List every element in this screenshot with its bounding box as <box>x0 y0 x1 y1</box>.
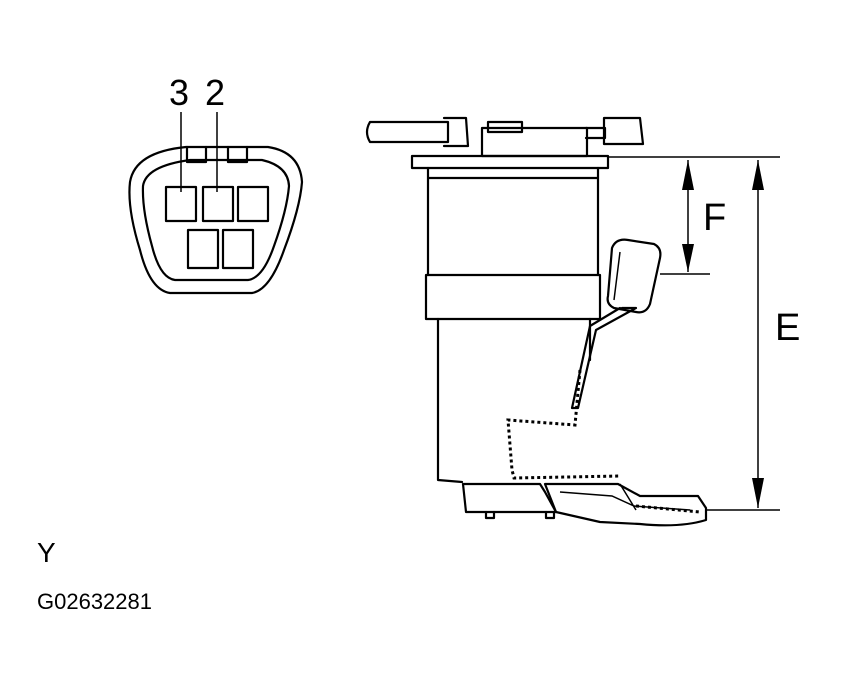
sender-hidden-edge <box>635 504 701 514</box>
pin-label-3: 3 <box>169 72 189 113</box>
arrowhead-e-top <box>752 160 764 190</box>
top-flange <box>410 154 610 170</box>
figure-code: G02632281 <box>37 589 152 614</box>
dimension-lines: F E <box>608 156 800 511</box>
sender-assembly <box>365 116 708 527</box>
base-bracket <box>461 482 558 514</box>
upper-canister <box>426 166 600 277</box>
sender-unit <box>543 482 708 527</box>
terminal-bottom-right <box>221 228 255 270</box>
lower-canister <box>436 317 592 484</box>
terminal-3 <box>164 185 198 223</box>
view-label: Y <box>37 537 56 568</box>
arrowhead-f-bottom <box>682 244 694 272</box>
hose-left <box>365 120 450 144</box>
pin-label-2: 2 <box>205 72 225 113</box>
arrowhead-e-bottom <box>752 478 764 508</box>
canister-band <box>424 273 602 321</box>
float <box>606 238 662 314</box>
float-arm <box>570 306 638 410</box>
connector-latch <box>185 145 249 164</box>
terminal-2 <box>201 185 235 223</box>
float-detail <box>613 251 621 301</box>
dimension-label-e: E <box>775 307 800 349</box>
hose-right <box>584 126 607 140</box>
terminal-bottom-left <box>186 228 220 270</box>
hose-left-clamp <box>442 116 470 148</box>
connector-outer-shell <box>128 145 304 295</box>
connector-inner-shell <box>141 158 291 282</box>
arrowhead-f-top <box>682 160 694 190</box>
hose-right-clamp <box>602 116 645 146</box>
connector-view: 3 2 <box>128 72 304 295</box>
top-cap-knob <box>486 120 524 134</box>
base-tabs <box>484 510 556 520</box>
terminal-top-right <box>236 185 270 223</box>
dimension-label-f: F <box>703 197 726 239</box>
hidden-arm-path <box>506 369 621 480</box>
